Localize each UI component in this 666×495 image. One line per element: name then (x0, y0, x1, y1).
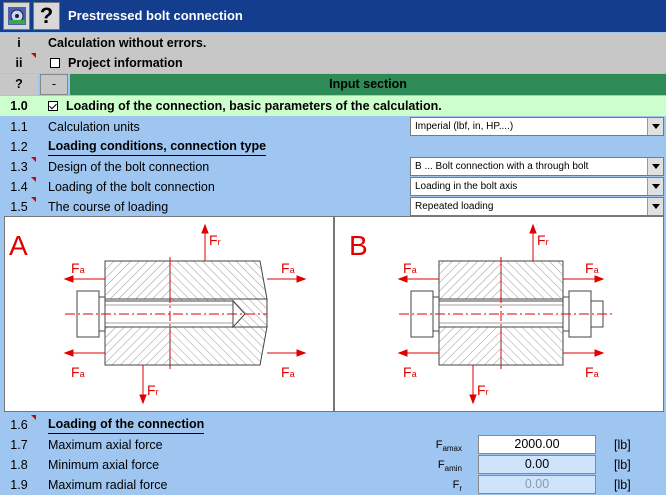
fmax-input[interactable]: 2000.00 (478, 435, 596, 454)
fmax-unit: [lb] (614, 438, 631, 452)
fmin-label: Minimum axial force (48, 458, 160, 472)
course-label: The course of loading (48, 200, 169, 214)
window-title: Prestressed bolt connection (68, 8, 243, 23)
units-label: Calculation units (48, 120, 140, 134)
fmax-symbol: Famax (435, 439, 462, 454)
design-select[interactable]: B ... Bolt connection with a through bol… (410, 157, 664, 176)
fmin-symbol: Famin (437, 459, 462, 474)
fmin-unit: [lb] (614, 458, 631, 472)
loading-select[interactable]: Loading in the bolt axis (410, 177, 664, 196)
frad-input[interactable]: 0.00 (478, 475, 596, 494)
frad-symbol: Fr (452, 479, 462, 494)
help-button[interactable]: ? (33, 2, 60, 30)
loading-main-checkbox[interactable] (48, 101, 58, 111)
loading-row: 1.4 Loading of the bolt connection Loadi… (0, 177, 666, 197)
svg-text:Fa: Fa (403, 260, 417, 276)
figure-a[interactable]: A Fa Fa Fa Fa Fr (4, 216, 334, 412)
collapse-button[interactable]: - (40, 74, 68, 95)
frad-label: Maximum radial force (48, 478, 168, 492)
app-icon[interactable] (3, 2, 30, 30)
loading-label: Loading of the bolt connection (48, 180, 215, 194)
chevron-down-icon[interactable] (647, 198, 663, 215)
project-info-checkbox[interactable] (50, 58, 60, 68)
frad-row: 1.9 Maximum radial force Fr 0.00 [lb] (0, 475, 666, 495)
frad-unit: [lb] (614, 478, 631, 492)
units-select[interactable]: Imperial (lbf, in, HP....) (410, 117, 664, 136)
help-cell[interactable]: ? (0, 74, 38, 95)
conditions-row: 1.2 Loading conditions, connection type (10, 137, 267, 156)
svg-text:Fa: Fa (585, 364, 599, 380)
loading-conn-heading: Loading of the connection (48, 415, 205, 434)
design-row: 1.3 Design of the bolt connection B ... … (0, 157, 666, 177)
chevron-down-icon[interactable] (647, 158, 663, 175)
fmin-row: 1.8 Minimum axial force Famin 0.00 [lb] (0, 455, 666, 475)
conditions-heading: Loading conditions, connection type (48, 137, 267, 156)
loading-main-label: Loading of the connection, basic paramet… (66, 99, 442, 113)
project-info-label: Project information (68, 56, 183, 70)
fmax-row: 1.7 Maximum axial force Famax 2000.00 [l… (0, 435, 666, 455)
loading-conn-row: 1.6 Loading of the connection (10, 415, 205, 434)
design-label: Design of the bolt connection (48, 160, 210, 174)
units-row: 1.1 Calculation units Imperial (lbf, in,… (0, 117, 666, 137)
svg-text:Fa: Fa (71, 260, 85, 276)
figure-a-label: A (9, 230, 28, 261)
svg-text:Fr: Fr (537, 232, 549, 248)
status-text: Calculation without errors. (48, 36, 207, 50)
status-row: i Calculation without errors. (0, 33, 666, 53)
svg-text:Fa: Fa (281, 260, 295, 276)
svg-text:Fa: Fa (71, 364, 85, 380)
course-select[interactable]: Repeated loading (410, 197, 664, 216)
fmax-label: Maximum axial force (48, 438, 163, 452)
chevron-down-icon[interactable] (647, 118, 663, 135)
title-bar: ? Prestressed bolt connection (0, 0, 666, 32)
svg-text:Fa: Fa (403, 364, 417, 380)
project-info-row[interactable]: ii Project information (0, 53, 666, 73)
svg-text:Fa: Fa (281, 364, 295, 380)
loading-main-row[interactable]: 1.0 Loading of the connection, basic par… (0, 96, 666, 116)
fmin-input[interactable]: 0.00 (478, 455, 596, 474)
svg-text:Fr: Fr (147, 382, 159, 398)
course-row: 1.5 The course of loading Repeated loadi… (0, 197, 666, 217)
chevron-down-icon[interactable] (647, 178, 663, 195)
svg-text:Fr: Fr (209, 232, 221, 248)
input-section-header: Input section (70, 74, 666, 95)
figure-b-label: B (349, 230, 368, 261)
svg-text:Fr: Fr (477, 382, 489, 398)
input-section-row: ? - Input section (0, 74, 666, 95)
figure-b[interactable]: B Fa Fa Fa Fa (334, 216, 664, 412)
svg-text:Fa: Fa (585, 260, 599, 276)
